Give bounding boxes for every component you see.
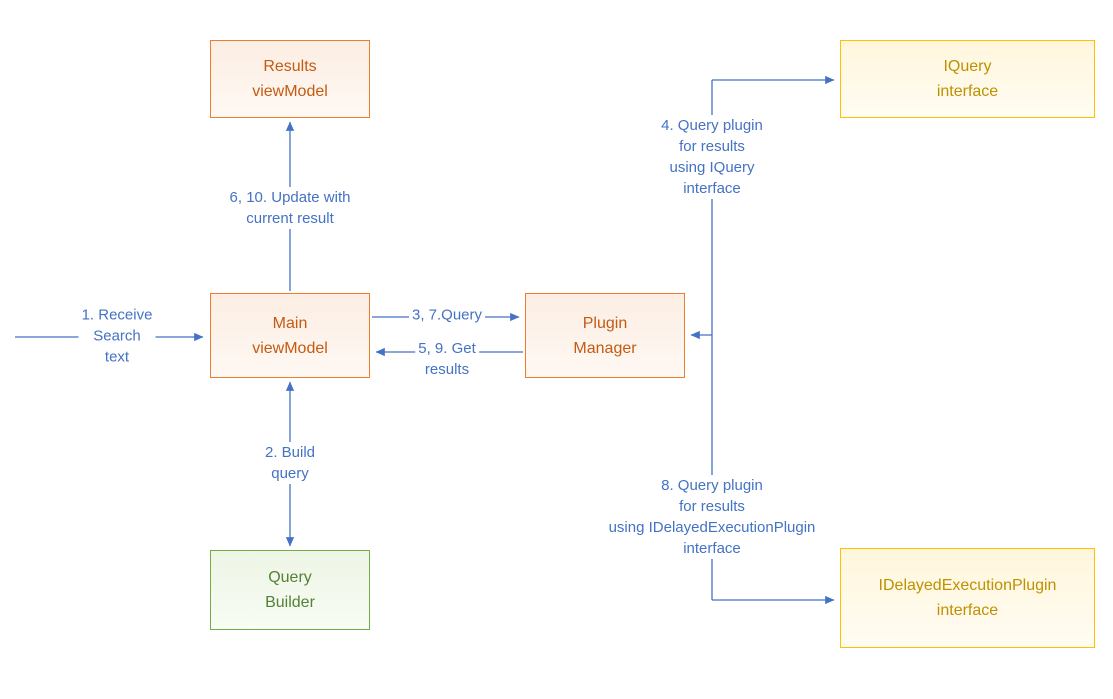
node-results-viewmodel: Results viewModel <box>210 40 370 118</box>
edge-label-query-idelayed: 8. Query plugin for results using IDelay… <box>605 475 819 559</box>
node-query-builder-label: Query Builder <box>265 569 315 611</box>
node-results-viewmodel-label: Results viewModel <box>252 58 328 100</box>
node-iquery-interface-label: IQuery interface <box>936 58 999 100</box>
node-plugin-manager-label: Plugin Manager <box>573 314 637 357</box>
node-plugin-manager: Plugin Manager <box>525 293 685 378</box>
node-idelayed-interface-label: IDelayedExecutionPlugin interface <box>878 577 1057 619</box>
node-query-builder: Query Builder <box>210 550 370 630</box>
node-main-viewmodel-label: Main viewModel <box>252 314 328 357</box>
node-iquery-interface: IQuery interface <box>840 40 1095 118</box>
edge-label-get-results: 5, 9. Get results <box>415 338 479 380</box>
node-idelayed-interface: IDelayedExecutionPlugin interface <box>840 548 1095 648</box>
edge-label-receive-search: 1. Receive Search text <box>78 304 156 368</box>
node-main-viewmodel: Main viewModel <box>210 293 370 378</box>
edge-label-build-query: 2. Build query <box>261 442 319 484</box>
edge-label-query: 3, 7.Query <box>408 304 486 326</box>
edge-label-update-result: 6, 10. Update with current result <box>226 187 354 229</box>
edge-label-query-iquery: 4. Query plugin for results using IQuery… <box>658 115 766 199</box>
